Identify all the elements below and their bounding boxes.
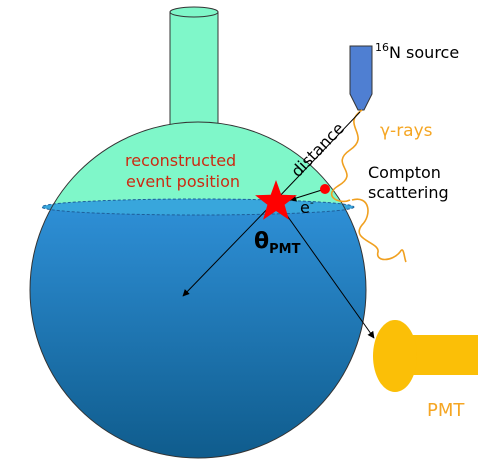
center-direction-arrow — [182, 199, 277, 297]
reco-label-line2: event position — [126, 172, 240, 191]
reco-label-line1: reconstructed — [125, 151, 236, 170]
theta-pmt-label: θPMT — [254, 229, 301, 257]
gamma-label: γ-rays — [380, 121, 433, 141]
distance-line — [275, 111, 361, 201]
gamma-ray-scattered — [351, 198, 407, 263]
compton-label-line2: scattering — [368, 183, 449, 202]
source-icon — [349, 45, 373, 111]
electron-track — [289, 188, 326, 202]
pmt-label: PMT — [427, 400, 465, 421]
detector-neck — [169, 6, 219, 128]
pmt-icon — [373, 320, 478, 392]
event-star-icon — [255, 180, 297, 220]
source-label: 16N source — [375, 41, 459, 62]
electron-label: e- — [300, 196, 314, 217]
pmt-direction-arrow — [275, 199, 375, 339]
water-volume — [30, 207, 366, 458]
compton-label-line1: Compton — [368, 163, 441, 182]
gamma-ray-path — [330, 109, 363, 203]
electron-dot — [320, 184, 330, 194]
